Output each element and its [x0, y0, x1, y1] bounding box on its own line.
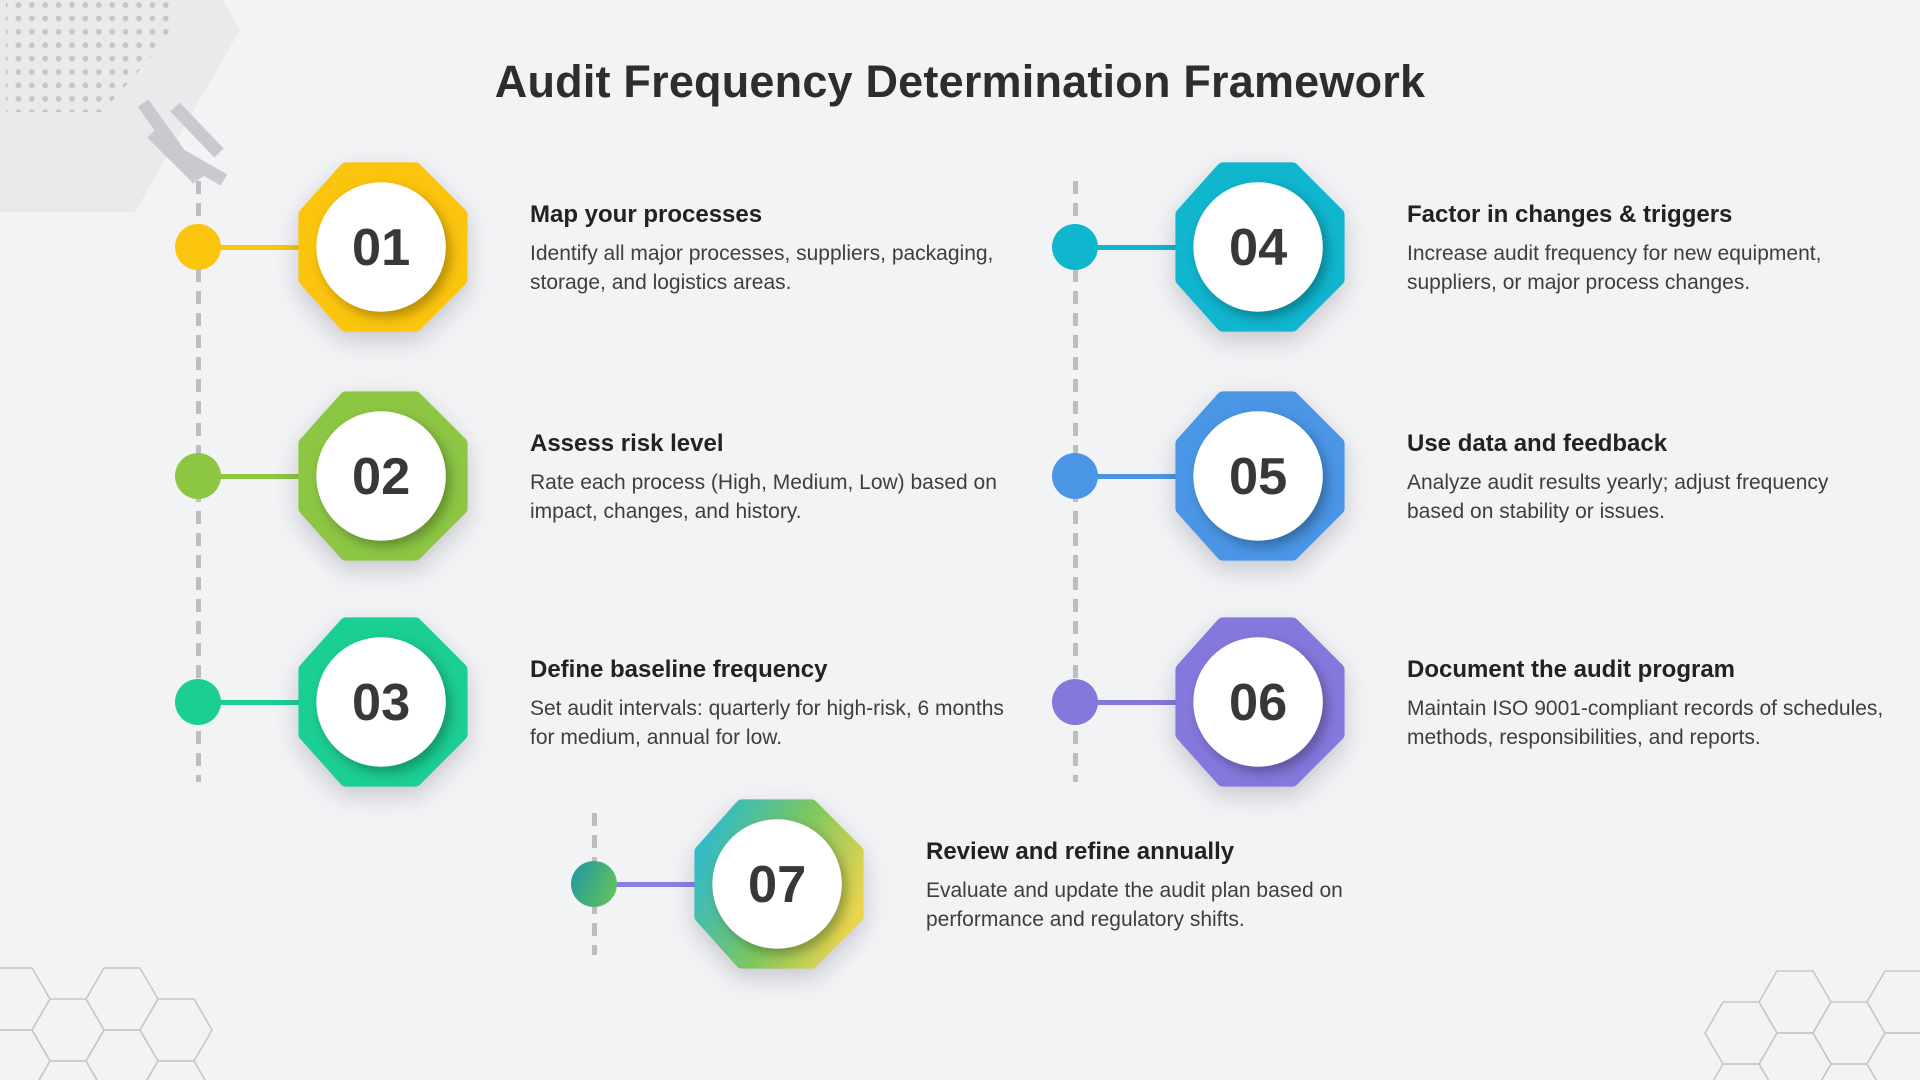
- timeline-dot: [175, 679, 221, 725]
- connector-line: [1077, 700, 1189, 705]
- step-description: Rate each process (High, Medium, Low) ba…: [530, 471, 997, 523]
- step-text: Review and refine annually Evaluate and …: [926, 838, 1404, 934]
- step-text: Document the audit program Maintain ISO …: [1407, 656, 1885, 752]
- step-title: Assess risk level: [530, 430, 724, 457]
- step-number: 06: [1229, 674, 1287, 732]
- step-text: Map your processes Identify all major pr…: [530, 201, 1008, 297]
- step-description: Maintain ISO 9001-compliant records of s…: [1407, 697, 1884, 749]
- step-title: Document the audit program: [1407, 656, 1736, 683]
- step-title: Map your processes: [530, 201, 763, 228]
- step-title: Factor in changes & triggers: [1407, 201, 1733, 228]
- step-number: 05: [1229, 448, 1287, 506]
- step-badge-octagon: 07: [694, 799, 864, 969]
- step-badge-octagon: 05: [1175, 391, 1345, 561]
- step-number: 02: [352, 448, 410, 506]
- timeline-dot: [1052, 453, 1098, 499]
- step-number: 07: [748, 856, 806, 914]
- step-description: Analyze audit results yearly; adjust fre…: [1407, 471, 1829, 523]
- step-badge-octagon: 01: [298, 162, 468, 332]
- step-text: Use data and feedback Analyze audit resu…: [1407, 430, 1885, 526]
- step-item-06: 06 Document the audit program Maintain I…: [1052, 592, 1895, 812]
- step-description: Increase audit frequency for new equipme…: [1407, 242, 1822, 294]
- step-item-01: 01 Map your processes Identify all major…: [175, 137, 1018, 357]
- connector-line: [200, 700, 312, 705]
- step-text: Assess risk level Rate each process (Hig…: [530, 430, 1008, 526]
- step-number: 04: [1229, 219, 1287, 277]
- connector-line: [596, 882, 708, 887]
- step-text: Factor in changes & triggers Increase au…: [1407, 201, 1885, 297]
- step-item-03: 03 Define baseline frequency Set audit i…: [175, 592, 1018, 812]
- connector-line: [200, 474, 312, 479]
- step-description: Set audit intervals: quarterly for high-…: [530, 697, 1004, 749]
- corner-decoration-bottomright: [1704, 970, 1920, 1080]
- timeline-dot: [1052, 224, 1098, 270]
- step-number: 03: [352, 674, 410, 732]
- step-item-07: 07 Review and refine annually Evaluate a…: [571, 774, 1414, 994]
- timeline-dot: [175, 224, 221, 270]
- corner-decoration-bottomleft: [0, 967, 213, 1080]
- page-title: Audit Frequency Determination Framework: [494, 56, 1426, 107]
- connector-line: [1077, 474, 1189, 479]
- step-number: 01: [352, 219, 410, 277]
- step-description: Identify all major processes, suppliers,…: [530, 242, 994, 294]
- step-badge-octagon: 03: [298, 617, 468, 787]
- step-text: Define baseline frequency Set audit inte…: [530, 656, 1008, 752]
- step-title: Define baseline frequency: [530, 656, 828, 683]
- connector-line: [1077, 245, 1189, 250]
- step-title: Use data and feedback: [1407, 430, 1668, 457]
- connector-line: [200, 245, 312, 250]
- step-badge-octagon: 06: [1175, 617, 1345, 787]
- step-badge-octagon: 04: [1175, 162, 1345, 332]
- step-badge-octagon: 02: [298, 391, 468, 561]
- timeline-dot: [1052, 679, 1098, 725]
- step-title: Review and refine annually: [926, 838, 1235, 865]
- step-description: Evaluate and update the audit plan based…: [926, 879, 1343, 931]
- timeline-dot: [175, 453, 221, 499]
- step-item-02: 02 Assess risk level Rate each process (…: [175, 366, 1018, 586]
- step-item-04: 04 Factor in changes & triggers Increase…: [1052, 137, 1895, 357]
- step-item-05: 05 Use data and feedback Analyze audit r…: [1052, 366, 1895, 586]
- timeline-dot: [571, 861, 617, 907]
